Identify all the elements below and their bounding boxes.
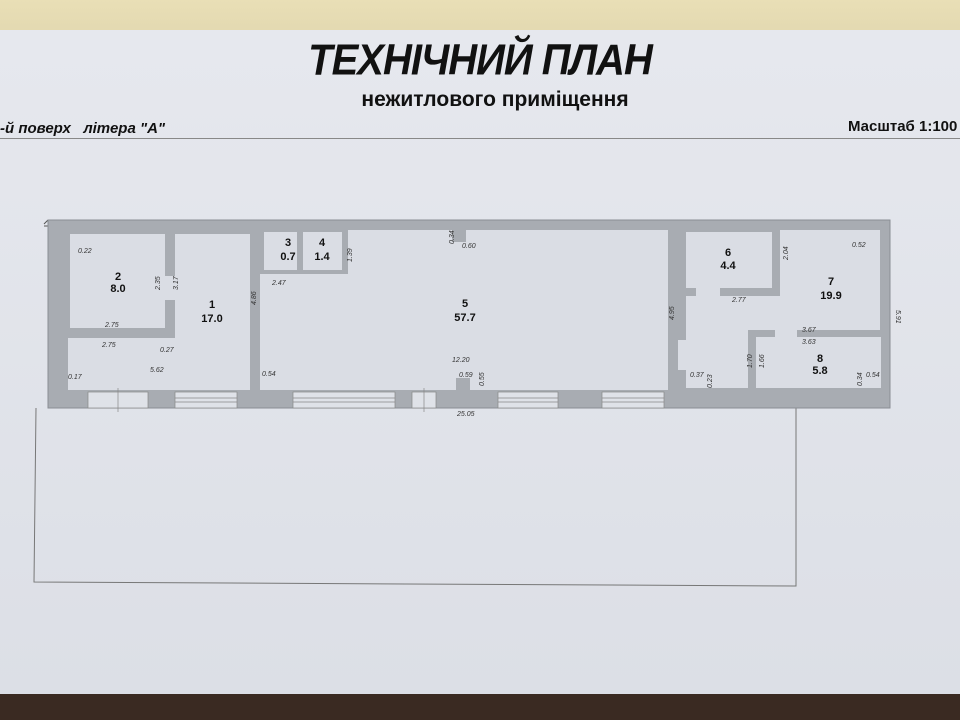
dim: 12.20: [452, 357, 470, 364]
room-2: [70, 234, 165, 328]
room-1-area: 17.0: [201, 313, 222, 325]
dim: 3.17: [173, 275, 180, 290]
room-7-number: 7: [828, 276, 834, 288]
dim: 4.95: [669, 306, 676, 320]
dim: 0.34: [857, 372, 864, 386]
room-6-area: 4.4: [720, 260, 736, 272]
dim: 5.62: [150, 367, 164, 374]
dim: 0.59: [459, 372, 473, 379]
dim: 0.34: [449, 230, 456, 244]
dim: 1.66: [759, 354, 766, 368]
page-title: ТЕХНІЧНИЙ ПЛАН: [308, 35, 653, 85]
dim: 0.22: [78, 248, 92, 255]
windows: [87, 388, 665, 412]
room-8-area: 5.8: [812, 365, 827, 377]
page-subtitle: нежитлового приміщення: [361, 88, 629, 111]
dimension-labels: 0.22 2.35 3.17 2.75 2.75 0.27 4.86 0.17 …: [68, 230, 901, 418]
room-labels: 1 17.0 2 8.0 3 0.7 4 1.4 5 57.7 6 4.4 7 …: [110, 237, 841, 377]
dim: 25.05: [456, 411, 475, 418]
room-2-number: 2: [115, 271, 121, 283]
scale-label: Масштаб 1:100: [848, 118, 958, 135]
header-divider: [0, 138, 960, 139]
dim: 0.55: [479, 372, 486, 386]
floor-label: -й поверх літера "А": [0, 120, 166, 137]
room-1-number: 1: [209, 299, 215, 311]
dim: 0.60: [462, 243, 476, 250]
dim: 2.35: [155, 276, 162, 291]
dim: 2.75: [101, 342, 116, 349]
background-bottom: [0, 694, 960, 720]
room-4-area: 1.4: [314, 251, 330, 263]
pilaster-top: [452, 230, 466, 242]
dim: 1.39: [347, 248, 354, 262]
door-1-2: [165, 276, 175, 300]
door-6: [696, 287, 720, 296]
dim: 2.77: [731, 297, 747, 304]
dim: 0.17: [68, 374, 83, 381]
dim: 4.86: [251, 291, 258, 305]
room-5-area: 57.7: [454, 312, 475, 324]
pilaster-bottom: [456, 378, 470, 392]
door-8: [775, 330, 797, 337]
room-8: [756, 337, 881, 388]
room-6: [686, 232, 772, 288]
door-5-7: [678, 340, 686, 370]
dim: 0.37: [690, 372, 705, 379]
dim: 0.52: [852, 242, 866, 249]
room-3: [264, 232, 297, 270]
room-7-area: 19.9: [820, 290, 841, 302]
dim: 2.47: [271, 280, 287, 287]
dim: 2.04: [783, 246, 790, 261]
room-4: [303, 232, 342, 270]
outline-extension: [33, 407, 797, 587]
dim: 0.54: [262, 371, 276, 378]
room-8-number: 8: [817, 353, 823, 365]
room-1-lower: [68, 338, 250, 390]
dim: 1.70: [747, 354, 754, 368]
room-5-number: 5: [462, 298, 468, 310]
room-3-number: 3: [285, 237, 291, 249]
room-6-number: 6: [725, 247, 731, 259]
room-2-area: 8.0: [110, 283, 125, 295]
dim: 0.23: [707, 374, 714, 388]
room-3-area: 0.7: [280, 251, 295, 263]
dim: 0.27: [160, 347, 175, 354]
dim: 3.67: [802, 327, 817, 334]
dim: 5.91: [894, 310, 901, 324]
room-4-number: 4: [319, 237, 326, 249]
dim: 2.75: [104, 322, 119, 329]
dim: 0.54: [866, 372, 880, 379]
dim: 3.63: [802, 339, 816, 346]
